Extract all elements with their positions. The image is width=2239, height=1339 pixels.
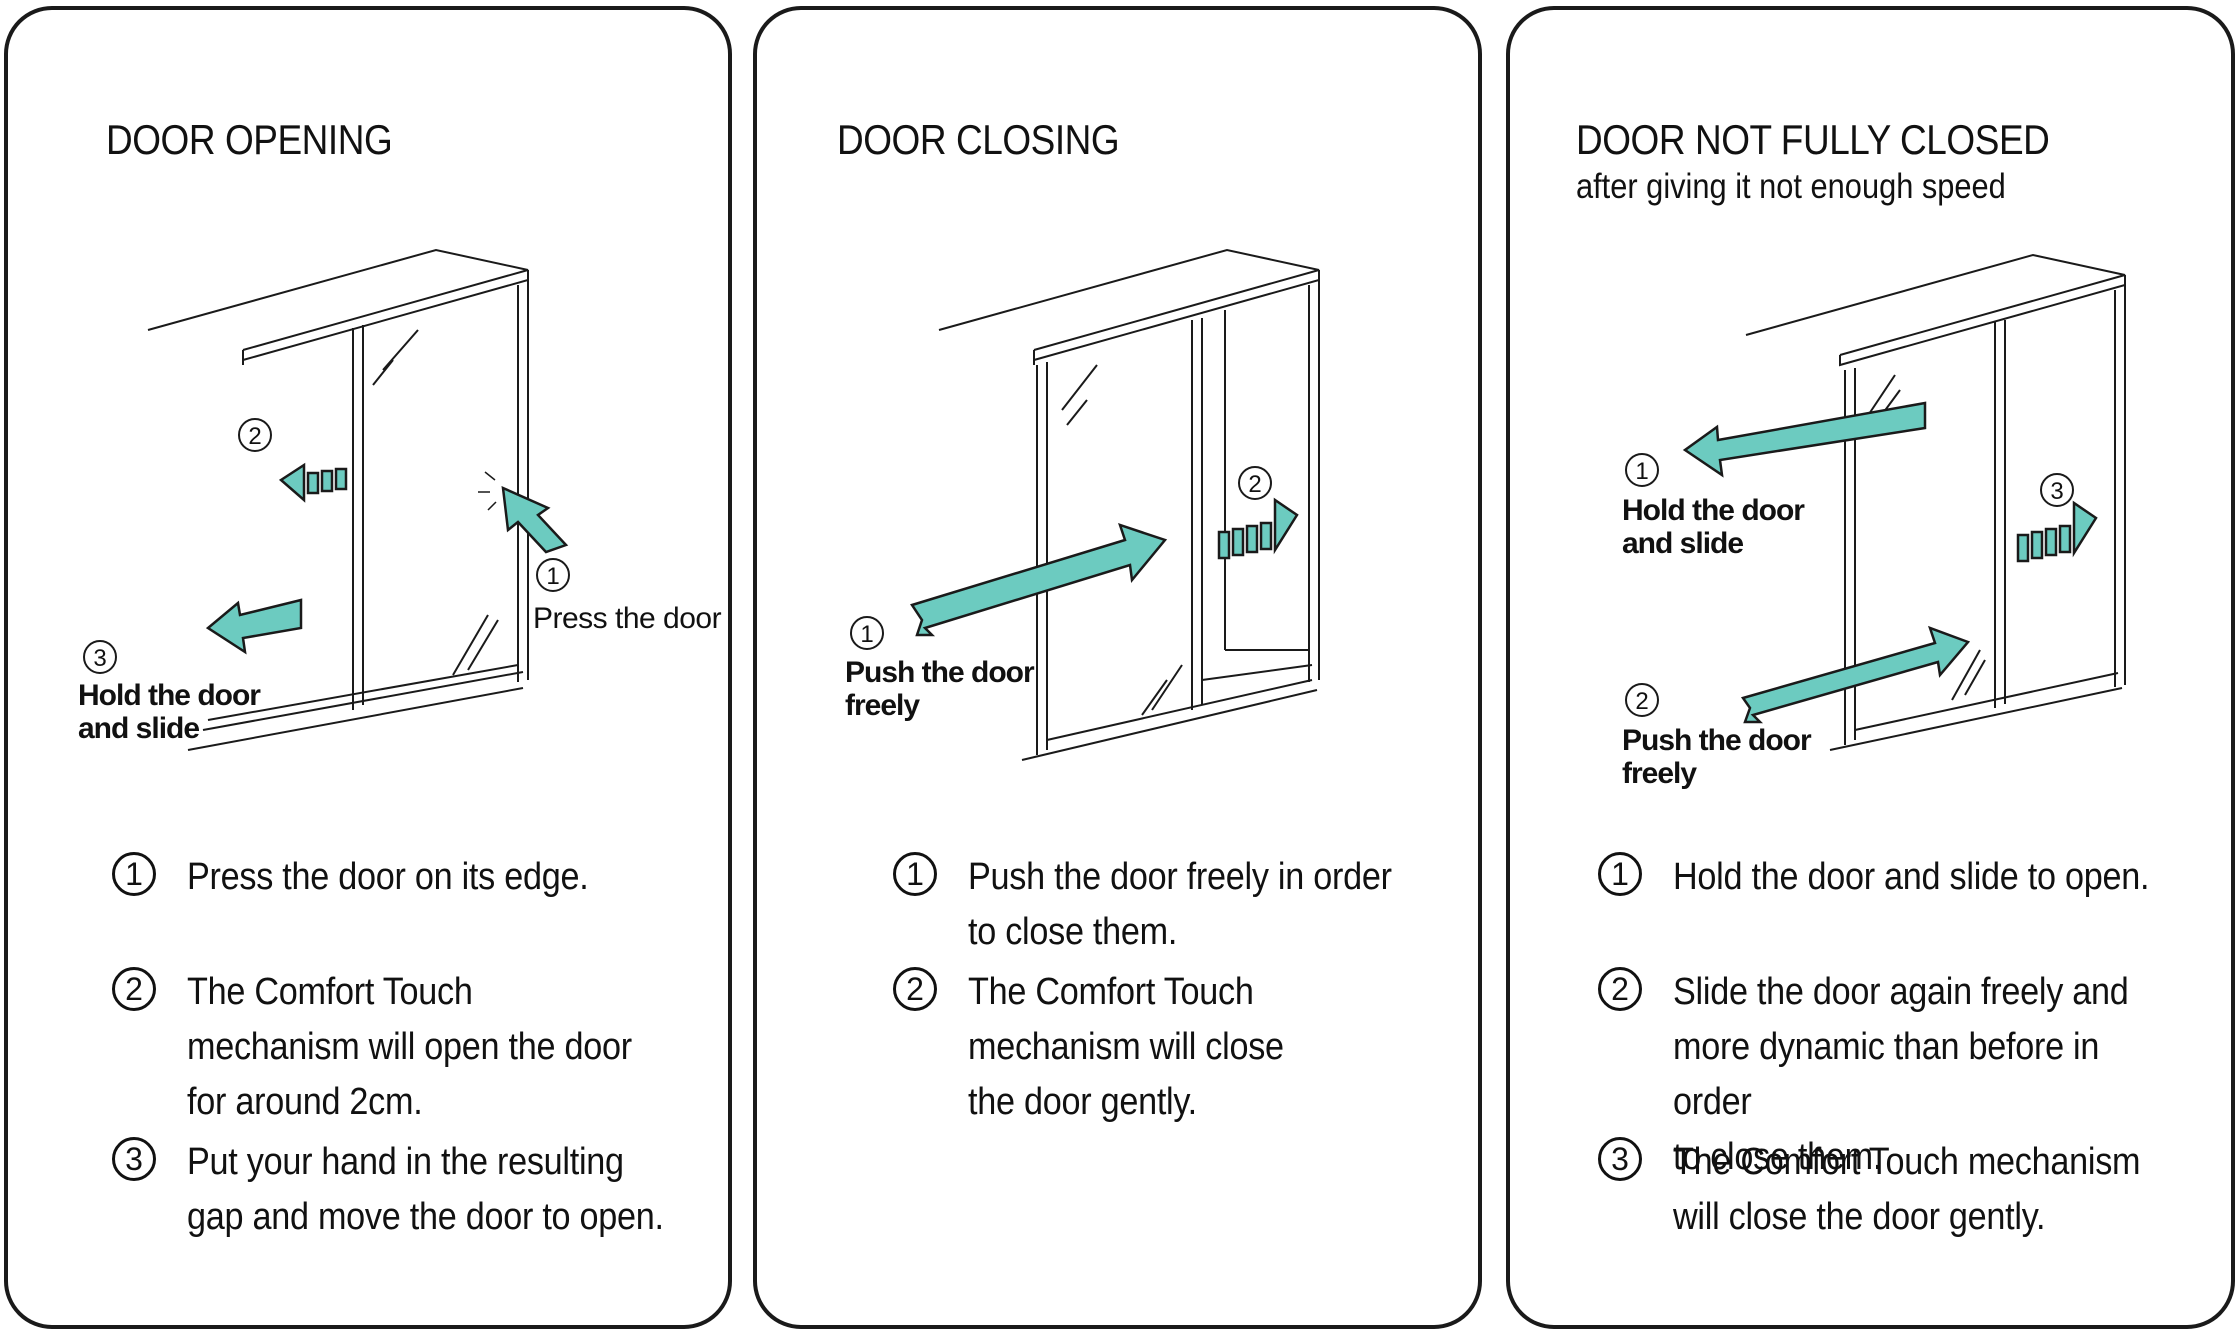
step-number: 2 <box>893 967 937 1011</box>
hold-door-label-line2: and slide <box>78 712 199 745</box>
step-number: 1 <box>1598 852 1642 896</box>
step-text: Slide the door again freely and more dyn… <box>1673 971 2129 1178</box>
step-number: 1 <box>893 852 937 896</box>
door-closing-illustration: 2 1 Push the door freely <box>757 210 1477 830</box>
number-circle-3 <box>2040 473 2074 507</box>
step-number: 2 <box>112 967 156 1011</box>
wardrobe-drawing <box>938 248 1320 761</box>
step-number: 3 <box>112 1137 156 1181</box>
number-1-label: 1 <box>546 563 559 590</box>
step-text: The Comfort Touch mechanism will close t… <box>1673 1141 2141 1238</box>
push-door-label-line1: Push the door <box>1622 724 1812 757</box>
number-2-label: 2 <box>1635 688 1648 715</box>
step-text: Push the door freely in order to close t… <box>968 856 1392 953</box>
step-number: 1 <box>112 852 156 896</box>
step-text: Hold the door and slide to open. <box>1673 856 2150 898</box>
panel-title: DOOR NOT FULLY CLOSED <box>1576 116 2050 163</box>
illustration-arrows <box>205 462 569 655</box>
door-closing-panel: DOOR CLOSING <box>753 6 1482 1329</box>
push-door-label-line2: freely <box>1622 757 1697 790</box>
step-number: 3 <box>1598 1137 1642 1181</box>
wardrobe-drawing <box>1745 253 2126 751</box>
wardrobe-drawing <box>147 248 529 751</box>
number-circle-1 <box>536 558 570 592</box>
number-circle-3 <box>83 640 117 674</box>
number-3-label: 3 <box>2050 478 2063 505</box>
push-door-label-line1: Push the door <box>845 656 1035 689</box>
illustration-arrows <box>1682 401 2098 724</box>
number-circle-1 <box>850 616 884 650</box>
hold-door-label-line2: and slide <box>1622 527 1743 560</box>
number-1-label: 1 <box>860 621 873 648</box>
number-circle-2 <box>238 418 272 452</box>
number-circle-1 <box>1625 453 1659 487</box>
panel-title: DOOR CLOSING <box>837 116 1120 163</box>
illustration-arrows <box>910 497 1299 637</box>
illustration-number-labels: 2 1 <box>850 466 1272 650</box>
hold-door-label-line1: Hold the door <box>1622 494 1805 527</box>
door-not-closed-illustration: 1 3 2 Hold the door and slide Push the d… <box>1510 210 2230 830</box>
press-the-door-label: Press the door <box>533 602 722 635</box>
step-text: Press the door on its edge. <box>187 856 589 898</box>
step-number: 2 <box>1598 967 1642 1011</box>
number-1-label: 1 <box>1635 458 1648 485</box>
illustration-number-labels: 2 1 3 <box>83 418 570 674</box>
step-text: The Comfort Touch mechanism will open th… <box>187 971 632 1123</box>
push-door-label-line2: freely <box>845 689 920 722</box>
door-opening-panel: DOOR OPENING <box>4 6 732 1329</box>
door-opening-illustration: 2 1 3 Press the door Hold the door and s… <box>8 210 728 830</box>
panel-title: DOOR OPENING <box>106 116 393 163</box>
step-text: The Comfort Touch mechanism will close t… <box>968 971 1284 1123</box>
door-not-fully-closed-panel: DOOR NOT FULLY CLOSED after giving it no… <box>1506 6 2235 1329</box>
step-text: Put your hand in the resulting gap and m… <box>187 1141 664 1238</box>
number-circle-2 <box>1238 466 1272 500</box>
illustration-number-labels: 1 3 2 <box>1625 453 2074 717</box>
number-circle-2 <box>1625 683 1659 717</box>
panel-subtitle: after giving it not enough speed <box>1576 167 2006 206</box>
number-2-label: 2 <box>1248 471 1261 498</box>
number-3-label: 3 <box>93 645 106 672</box>
hold-door-label-line1: Hold the door <box>78 679 261 712</box>
number-2-label: 2 <box>248 423 261 450</box>
